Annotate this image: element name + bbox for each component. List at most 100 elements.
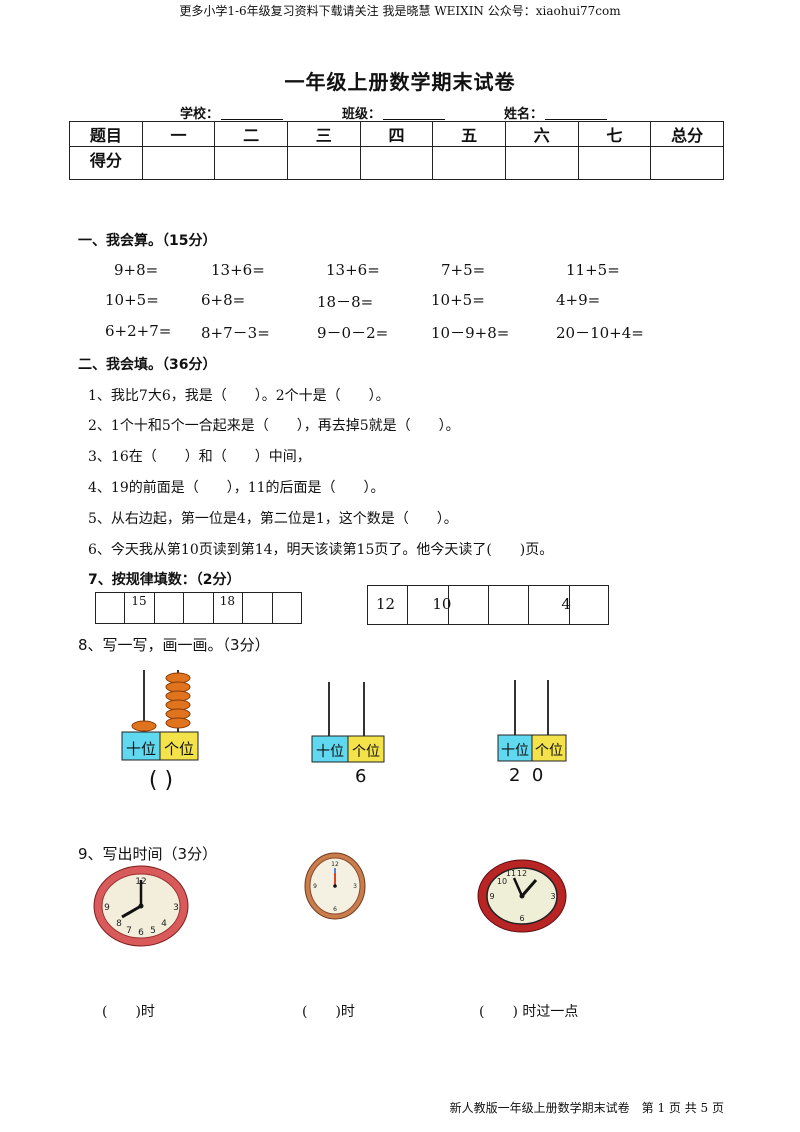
clock-1-answer[interactable]: ( )时 (102, 1004, 155, 1020)
svg-text:6: 6 (333, 906, 337, 913)
calc-item: 20－10+4= (556, 324, 644, 342)
calc-item: 13+6= (211, 261, 265, 279)
svg-text:10: 10 (497, 877, 507, 886)
calc-item: 10+5= (431, 291, 485, 309)
svg-text:6: 6 (138, 928, 144, 938)
score-header: 五 (432, 121, 506, 147)
score-cell[interactable] (504, 146, 579, 180)
question-5: 5、从右边起，第一位是4，第二位是1，这个数是（ ）。 (88, 511, 458, 527)
tens-label: 十位 (316, 744, 344, 760)
sequence-cell[interactable] (570, 586, 608, 624)
score-cell[interactable] (359, 146, 434, 180)
sequence-cell: 15 (125, 593, 155, 623)
calc-item: 6+8= (201, 291, 246, 309)
clock-2-graphic: 12 3 6 9 (304, 852, 366, 920)
score-header: 题目 (69, 121, 143, 147)
svg-text:4: 4 (161, 919, 167, 929)
score-header: 一 (141, 121, 216, 147)
tens-label: 十位 (125, 740, 156, 758)
svg-text:5: 5 (150, 926, 156, 936)
header-note: 更多小学1-6年级复习资料下载请关注 我是晓慧 WEIXIN 公众号：xiaoh… (179, 4, 621, 18)
calc-item: 7+5= (441, 261, 486, 279)
clock-3-graphic: 12 3 6 9 10 11 (477, 859, 567, 933)
sequence-cell[interactable] (155, 593, 185, 623)
calc-item: 11+5= (566, 261, 620, 279)
sequence-cell: 10 (408, 586, 451, 624)
abacus-3-graphic (497, 680, 567, 762)
sequence-cell[interactable] (184, 593, 214, 623)
svg-text:3: 3 (550, 892, 555, 901)
calc-item: 8+7－3= (201, 324, 270, 342)
sequence-cell[interactable] (449, 586, 489, 624)
abacus-3: 十位 个位 2 0 (497, 678, 567, 788)
calc-item: 9－0－2= (317, 324, 389, 342)
calc-item: 6+2+7= (105, 322, 172, 340)
sequence-cell: 4 (529, 586, 571, 624)
abacus-1-graphic (121, 670, 199, 761)
name-field[interactable]: 姓名： (504, 103, 608, 122)
calc-item: 18－8= (317, 293, 374, 311)
school-field[interactable]: 学校： (180, 103, 284, 122)
question-7-title: 7、按规律填数：（2分） (88, 572, 241, 588)
clock-3-answer[interactable]: ( ) 时过一点 (479, 1004, 579, 1020)
sequence-cell[interactable] (96, 593, 126, 623)
class-field[interactable]: 班级： (342, 103, 446, 122)
sequence-cell[interactable] (489, 586, 530, 624)
abacus-1: 十位 个位 ( ) (121, 668, 201, 796)
ones-label: 个位 (535, 743, 563, 759)
score-header: 二 (214, 121, 288, 147)
ones-label: 个位 (352, 744, 380, 760)
question-2: 2、1个十和5个一合起来是（ ），再去掉5就是（ ）。 (88, 418, 460, 434)
svg-text:12: 12 (331, 861, 339, 868)
svg-text:6: 6 (519, 914, 524, 923)
svg-text:3: 3 (173, 903, 179, 913)
svg-text:12: 12 (517, 869, 527, 878)
section2-title: 二、我会填。（36分） (78, 357, 217, 373)
abacus-2-answer: 6 (355, 766, 367, 787)
score-cell[interactable] (577, 146, 652, 180)
clock-2-answer[interactable]: ( )时 (302, 1004, 355, 1020)
svg-text:11: 11 (506, 869, 516, 878)
score-cell[interactable] (141, 146, 216, 180)
score-cell[interactable] (650, 146, 724, 180)
calc-item: 4+9= (556, 291, 601, 309)
abacus-2-graphic (311, 682, 385, 763)
score-header: 七 (577, 121, 652, 147)
question-3: 3、16在（ ）和（ ）中间， (88, 449, 311, 465)
svg-text:9: 9 (489, 892, 494, 901)
abacus-2: 十位 个位 6 (311, 680, 385, 790)
svg-text:9: 9 (313, 883, 317, 890)
svg-text:9: 9 (104, 903, 110, 913)
tens-label: 十位 (501, 743, 529, 759)
score-header: 三 (286, 121, 361, 147)
question-1: 1、我比7大6，我是（ ）。2个十是（ ）。 (88, 388, 390, 404)
sequence-cell[interactable] (273, 593, 301, 623)
sequence-box-2: 12 10 4 (367, 585, 609, 625)
question-9-title: 9、写出时间（3分） (78, 845, 218, 863)
page-title: 一年级上册数学期末试卷 (284, 70, 516, 94)
calc-item: 10－9+8= (431, 324, 510, 342)
sequence-cell[interactable] (243, 593, 273, 623)
score-row-label: 得分 (69, 146, 143, 180)
score-cell[interactable] (286, 146, 361, 180)
ones-label: 个位 (163, 740, 194, 758)
section1-title: 一、我会算。（15分） (78, 233, 217, 249)
score-cell[interactable] (214, 146, 288, 180)
abacus-1-answer[interactable]: ( ) (148, 768, 174, 793)
score-header: 总分 (650, 121, 724, 147)
svg-text:7: 7 (126, 926, 132, 936)
page-footer: 新人教版一年级上册数学期末试卷 第 1 页 共 5 页 (449, 1101, 724, 1115)
question-6: 6、今天我从第10页读到第14，明天该读第15页了。他今天读了( )页。 (88, 542, 554, 558)
clock-1-graphic: 12 3 6 9 8 7 5 4 (93, 865, 189, 947)
calc-item: 13+6= (326, 261, 380, 279)
score-header: 六 (504, 121, 579, 147)
sequence-cell: 12 (368, 586, 409, 624)
calc-item: 10+5= (105, 291, 159, 309)
score-table: 题目 一 二 三 四 五 六 七 总分 得分 (69, 121, 724, 180)
calc-item: 9+8= (114, 261, 159, 279)
sequence-cell: 18 (214, 593, 244, 623)
sequence-box-1: 15 18 (95, 592, 302, 624)
abacus-3-answer: 2 0 (509, 765, 544, 786)
svg-text:8: 8 (116, 919, 122, 929)
score-cell[interactable] (432, 146, 506, 180)
